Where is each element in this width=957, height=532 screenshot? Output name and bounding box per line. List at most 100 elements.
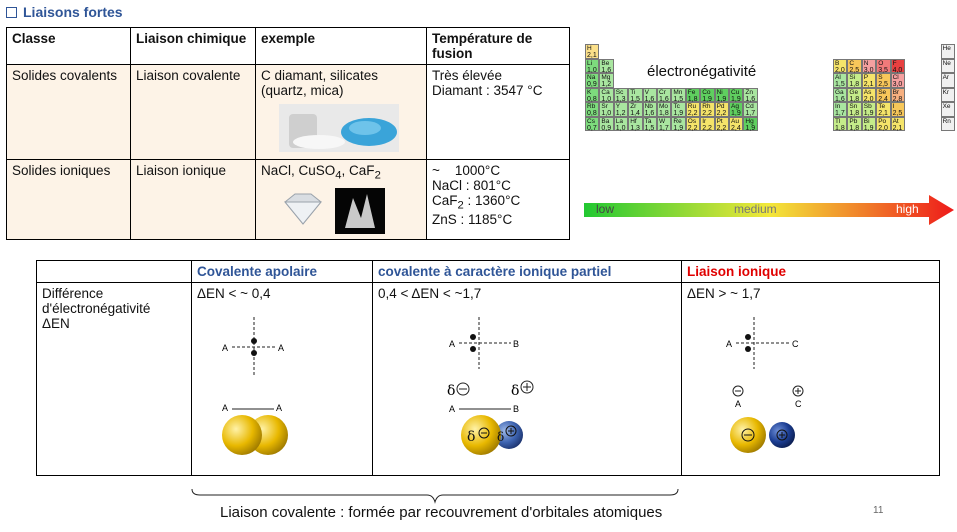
element-symbol: Rn <box>942 117 951 125</box>
element-en-value: 1,2 <box>601 81 612 88</box>
element-en-value: 2,1 <box>892 124 903 132</box>
delta-plus-on-atom: δ <box>497 430 504 444</box>
element-en-value: 1,9 <box>731 110 741 117</box>
element-symbol: O <box>878 59 884 67</box>
element-en-value: 1,9 <box>673 124 684 132</box>
element-symbol: Zn <box>745 88 753 96</box>
element-symbol: Rh <box>702 103 711 110</box>
element-symbol: Te <box>878 103 886 110</box>
element-symbol: I <box>892 103 895 110</box>
element-en-value: 2,5 <box>849 66 860 74</box>
row-label-line-3: ΔEN <box>42 316 70 331</box>
element-en-value: 2,8 <box>892 95 903 103</box>
element-symbol: Mn <box>673 88 683 96</box>
element-en-value: 2,2 <box>716 124 727 132</box>
element-symbol: Tl <box>835 117 841 125</box>
element-en-value: 1,6 <box>835 95 845 103</box>
element-symbol: Pd <box>716 103 725 110</box>
atom-a-bond-label: A <box>449 404 455 414</box>
element-symbol: Li <box>587 59 593 67</box>
element-symbol: Ca <box>601 88 610 96</box>
element-symbol: Au <box>731 117 739 125</box>
element-en-value: 1,6 <box>644 110 655 117</box>
element-symbol: Br <box>892 88 900 96</box>
header-empty <box>36 260 192 283</box>
element-symbol: Sb <box>863 103 872 110</box>
element-symbol: At <box>892 117 899 125</box>
col-header-classe: Classe <box>6 27 131 65</box>
element-symbol: Mg <box>601 74 611 81</box>
element-symbol: B <box>835 59 840 67</box>
element-en-value: 1,0 <box>601 95 612 103</box>
element-symbol: Be <box>601 59 610 67</box>
element-symbol: H <box>587 45 592 52</box>
element-symbol: Cl <box>892 74 899 81</box>
temp-line-caf2: CaF2 : 1360°C <box>432 193 521 212</box>
atom-a-ion-label: A <box>726 339 732 349</box>
element-en-value: 1,5 <box>673 95 684 103</box>
cell-ionique: ΔEN > ~ 1,7 A C A C <box>681 282 940 476</box>
element-en-value: 2,2 <box>687 124 698 132</box>
element-symbol: Cs <box>587 117 595 125</box>
header-liaison-ionique: Liaison ionique <box>681 260 940 283</box>
crystal-photos <box>279 187 421 234</box>
element-symbol: Ge <box>849 88 859 96</box>
element-symbol: C <box>849 59 855 67</box>
element-en-value: 1,0 <box>601 110 612 117</box>
atom-a-right-label: A <box>278 343 284 353</box>
atom-a-left-label: A <box>222 343 228 353</box>
element-en-value: 3,0 <box>892 81 903 88</box>
temp-line-zns: ZnS : 1185°C <box>432 211 513 227</box>
element-en-value: 1,8 <box>687 95 698 103</box>
element-symbol: Pb <box>849 117 858 125</box>
element-symbol: P <box>863 74 869 81</box>
exemple-text: C diamant, silicates (quartz, mica) <box>261 68 379 98</box>
element-symbol: V <box>644 88 649 96</box>
element-symbol: S <box>878 74 883 81</box>
cell-exemple-ioniques: NaCl, CuSO4, CaF2 <box>255 159 427 240</box>
element-symbol: N <box>863 59 869 67</box>
element-en-value: 1,9 <box>716 95 727 103</box>
cell-classe-covalents: Solides covalents <box>6 64 131 160</box>
condition-ionique: ΔEN > ~ 1,7 <box>687 286 761 301</box>
element-en-value: 2,5 <box>892 110 903 117</box>
temp-line-1: Très élevée <box>432 68 503 83</box>
element-en-value: 1,9 <box>745 124 756 132</box>
element-en-value: 1,0 <box>615 124 626 132</box>
element-en-value: 2,5 <box>878 81 888 88</box>
header-covalente-partiel: covalente à caractère ionique partiel <box>372 260 682 283</box>
element-en-value: 1,9 <box>673 110 684 117</box>
silicate-photo <box>279 104 421 152</box>
element-en-value: 1,9 <box>863 124 874 132</box>
cell-exemple-covalents: C diamant, silicates (quartz, mica) <box>255 64 427 160</box>
element-en-value: 1,9 <box>863 110 874 117</box>
element-en-value: 4,0 <box>892 66 903 74</box>
element-en-value: 0,7 <box>587 124 597 132</box>
element-symbol: Ag <box>731 103 739 110</box>
element-symbol: La <box>615 117 624 125</box>
element-en-value: 1,6 <box>659 95 669 103</box>
